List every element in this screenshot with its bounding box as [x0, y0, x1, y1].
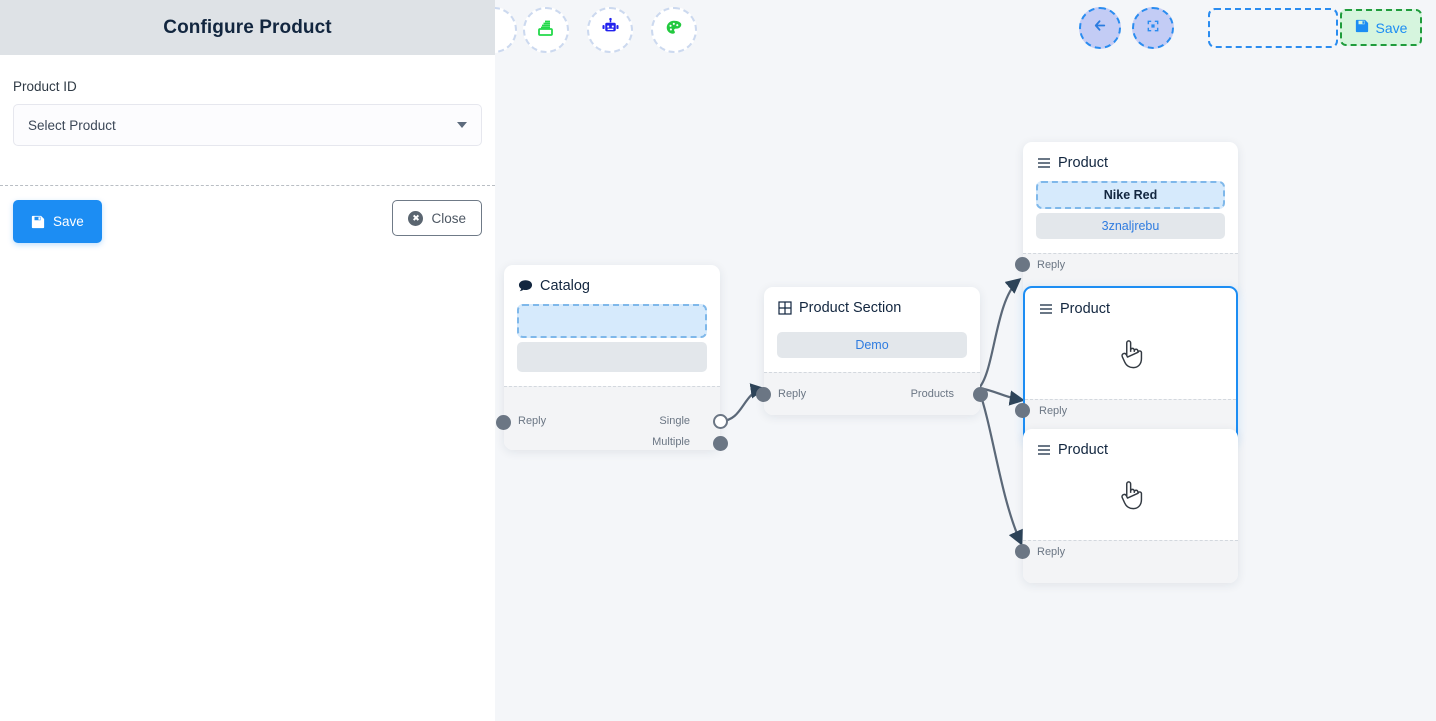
node-product-2-body [1025, 323, 1236, 399]
page-title: Configure Product [163, 16, 332, 38]
toolbar-tool-bot[interactable] [587, 7, 633, 53]
node-product-section-chip-0-label: Demo [855, 338, 889, 352]
hand-pointer-icon [1116, 337, 1146, 371]
product-select-value: Select Product [28, 117, 116, 133]
fit-to-screen-button[interactable] [1132, 7, 1174, 49]
port-multiple[interactable] [713, 436, 728, 451]
compress-fit-icon [1144, 17, 1162, 40]
hamburger-list-icon [1037, 157, 1051, 169]
node-product-1-header: Product [1023, 142, 1238, 177]
toolbar-tool-stack[interactable] [523, 7, 569, 53]
close-button-label: Close [431, 210, 466, 226]
node-product-2[interactable]: Product Reply [1015, 286, 1238, 444]
node-product-1[interactable]: Product Nike Red 3znaljrebu Reply [1015, 142, 1238, 296]
port-label-reply: Reply [1037, 259, 1066, 271]
node-catalog-title: Catalog [540, 278, 590, 294]
port-reply[interactable] [496, 415, 511, 430]
port-label-products: Products [910, 388, 954, 400]
flow-canvas[interactable]: Save Catalog Reply [495, 0, 1436, 721]
floppy-disk-icon [1355, 19, 1369, 36]
port-reply[interactable] [1015, 403, 1030, 418]
port-single[interactable] [713, 414, 728, 429]
toolbar-tool-palette[interactable] [651, 7, 697, 53]
node-product-1-chip-0[interactable]: Nike Red [1036, 181, 1225, 209]
floppy-disk-icon [31, 215, 45, 229]
node-product-1-body: Nike Red 3znaljrebu [1023, 177, 1238, 253]
node-product-3-footer: Reply [1015, 540, 1238, 583]
port-label-single: Single [659, 415, 690, 427]
port-reply[interactable] [756, 387, 771, 402]
node-product-section-footer: Reply Products [756, 372, 988, 415]
node-catalog-footer: Reply Single Multiple [496, 386, 728, 451]
circle-x-icon: ✖ [408, 210, 424, 226]
node-catalog-body [504, 300, 720, 386]
grid-table-icon [778, 301, 792, 315]
panel-header: Configure Product [0, 0, 495, 55]
node-product-3-title: Product [1058, 442, 1108, 458]
canvas-save-button[interactable]: Save [1340, 9, 1422, 46]
chat-bubble-icon [518, 279, 533, 293]
node-product-3-body [1023, 464, 1238, 540]
palette-icon [664, 18, 684, 43]
node-catalog[interactable]: Catalog Reply Single Multiple [496, 265, 728, 451]
close-button[interactable]: ✖ Close [392, 200, 482, 236]
save-button-label: Save [53, 214, 84, 229]
product-id-label: Product ID [13, 79, 77, 94]
panel-actions: Save ✖ Close [13, 200, 482, 243]
canvas-save-label: Save [1375, 19, 1408, 36]
port-products[interactable] [973, 387, 988, 402]
port-label-reply: Reply [1037, 546, 1066, 558]
node-product-section-chip-0[interactable]: Demo [777, 332, 967, 358]
hamburger-list-icon [1039, 303, 1053, 315]
configure-product-panel: Configure Product Product ID Select Prod… [0, 0, 495, 721]
port-reply[interactable] [1015, 544, 1030, 559]
port-reply[interactable] [1015, 257, 1030, 272]
node-product-section-header: Product Section [764, 287, 980, 322]
node-product-section-title: Product Section [799, 300, 902, 316]
node-product-1-chip-0-label: Nike Red [1103, 188, 1158, 202]
port-label-multiple: Multiple [652, 436, 690, 448]
toolbar-placeholder[interactable] [1208, 8, 1338, 48]
node-product-section-body: Demo [764, 322, 980, 372]
node-product-1-chip-1-label: 3znaljrebu [1101, 219, 1160, 233]
stack-layers-icon [536, 18, 556, 43]
panel-body: Product ID Select Product [0, 55, 495, 146]
hand-pointer-icon [1116, 478, 1146, 512]
node-catalog-chip-1[interactable] [517, 342, 707, 372]
node-product-section[interactable]: Product Section Demo Reply Products [756, 287, 988, 415]
chevron-down-icon [457, 122, 467, 128]
product-select[interactable]: Select Product [13, 104, 482, 146]
robot-icon [600, 17, 621, 43]
hamburger-list-icon [1037, 444, 1051, 456]
node-product-2-title: Product [1060, 301, 1110, 317]
arrow-left-icon [1091, 16, 1110, 40]
node-product-3-header: Product [1023, 429, 1238, 464]
port-label-reply: Reply [1039, 405, 1068, 417]
panel-divider [0, 185, 495, 186]
port-label-reply: Reply [778, 388, 807, 400]
back-button[interactable] [1079, 7, 1121, 49]
port-label-reply: Reply [518, 415, 547, 427]
node-product-1-chip-1[interactable]: 3znaljrebu [1036, 213, 1225, 239]
node-product-3[interactable]: Product Reply [1015, 429, 1238, 583]
node-catalog-header: Catalog [504, 265, 720, 300]
node-catalog-chip-0[interactable] [517, 304, 707, 338]
node-product-2-header: Product [1025, 288, 1236, 323]
save-button[interactable]: Save [13, 200, 102, 243]
node-product-1-title: Product [1058, 155, 1108, 171]
